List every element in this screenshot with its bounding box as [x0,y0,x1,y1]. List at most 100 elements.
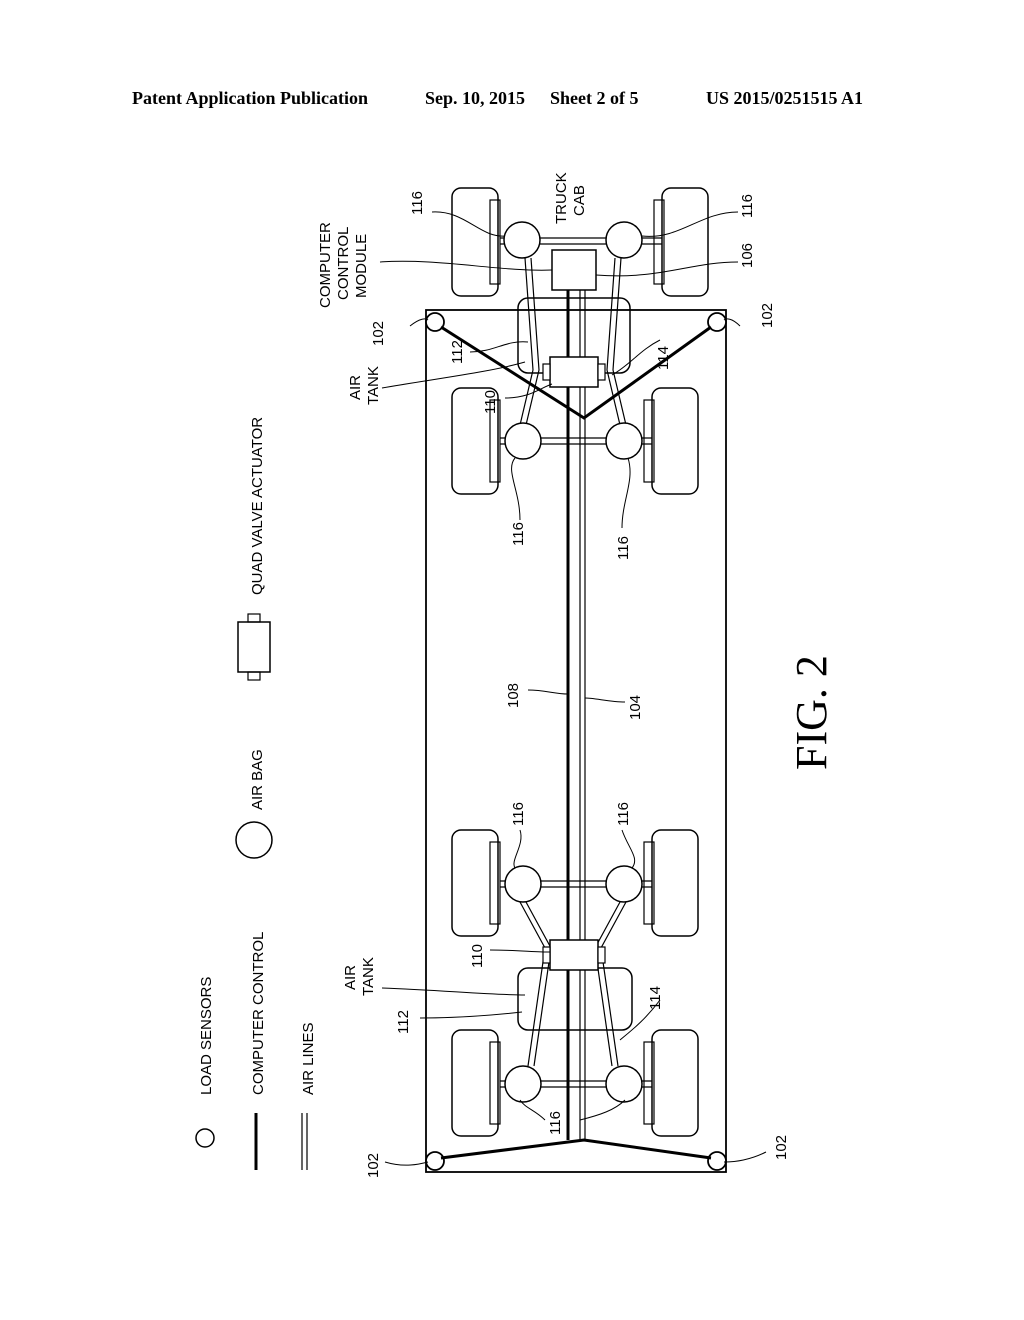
quad-valve-actuator [549,356,599,388]
ref-112: 112 [395,1010,412,1034]
wheel [451,187,499,297]
wheel [451,387,499,495]
air-bag [504,865,542,903]
air-bag [503,221,541,259]
leader-116 [519,1099,546,1121]
ref-116: 116 [739,194,756,218]
ref-114: 114 [647,986,664,1010]
ccm-label-line2: CONTROL [335,227,352,300]
air-bag [504,1065,542,1103]
air-bag [605,1065,643,1103]
ref-102: 102 [365,1153,382,1178]
ref-116: 116 [615,802,632,826]
ref-102: 102 [370,321,387,346]
quad-valve-actuator [549,939,599,971]
ref-116: 116 [510,802,527,826]
legend-air-lines-label: AIR LINES [300,1022,317,1095]
air-bag [504,422,542,460]
trailer-frame [425,309,727,1173]
ref-110: 110 [469,944,486,968]
air-tank-top-label-line1: AIR [347,375,364,400]
wheel [661,187,709,297]
ref-116: 116 [547,1111,564,1135]
wheel-hub [643,1041,655,1125]
air-line-trunk [579,290,586,1140]
leader-102 [723,318,741,327]
ref-102: 102 [773,1135,790,1160]
leader-116 [431,211,506,237]
load-sensor [425,312,445,332]
leader-106 [595,261,739,277]
leader-116 [641,211,739,237]
load-sensor [707,312,727,332]
tractor-rear-axle [451,387,699,495]
labels: TRUCK CAB COMPUTER CONTROL MODULE AIR TA… [317,172,836,1178]
ref-102: 102 [759,303,776,328]
leader-110 [504,383,553,399]
leader-112 [419,1011,523,1019]
ref-116: 116 [409,191,426,215]
leader-116 [621,829,636,869]
air-line [519,257,534,426]
trailer-air-lines [519,901,627,1067]
wheel [651,387,699,495]
air-tank-bottom-label-line2: TANK [360,957,377,996]
leader-114 [611,339,661,376]
legend-air-bag-label: AIR BAG [249,749,266,810]
leader-102 [723,1151,767,1163]
cab-air-lines [519,257,627,426]
computer-control-lines [440,290,712,1160]
wheel [651,1029,699,1137]
wheel-hub [643,841,655,925]
leader-112 [469,341,529,353]
ref-106: 106 [739,243,756,268]
legend-load-sensors-label: LOAD SENSORS [198,977,215,1095]
leader-116 [621,457,631,529]
leader-ccm [379,260,553,271]
leader-110 [489,949,551,953]
leader-lines [379,211,767,1166]
valve-port [542,363,551,381]
wheel [651,829,699,937]
air-line [525,257,540,426]
legend-quad-valve-tab-bottom [247,671,261,681]
ref-104: 104 [627,695,644,720]
leader-114 [619,999,661,1041]
ref-116: 116 [615,536,632,560]
legend-quad-valve-label: QUAD VALVE ACTUATOR [249,417,266,595]
leader-116 [579,1099,626,1121]
valve-port [597,946,606,964]
page-header: Patent Application Publication Sep. 10, … [0,0,1024,140]
figure-caption: FIG. 2 [787,655,836,770]
leader-104 [584,697,626,703]
ref-108: 108 [505,683,522,708]
legend-quad-valve-tab-top [247,613,261,623]
legend-quad-valve-symbol [237,621,271,673]
wheel-hub [643,399,655,483]
truck-cab-assembly [451,187,709,374]
air-line [612,257,627,426]
ref-116: 116 [510,522,527,546]
wheel-hub [489,199,501,285]
ref-112: 112 [449,340,466,364]
ccm-label-line1: COMPUTER [317,222,334,308]
load-sensor [707,1151,727,1171]
legend-air-bag-symbol [235,821,273,859]
legend-load-sensor-symbol [195,1128,215,1148]
publication-number: US 2015/0251515 A1 [706,88,864,108]
wheel-hub [489,841,501,925]
leader-102 [384,1161,429,1166]
air-line [519,901,546,1067]
control-line-bottom-sensors [440,1138,712,1160]
air-line [594,901,621,1067]
air-tank-bottom-label-line1: AIR [342,965,359,990]
air-bag [605,865,643,903]
valve-port [542,946,551,964]
air-line [600,901,627,1067]
wheel-hub [653,199,665,285]
load-sensors [425,312,727,1171]
publication-type: Patent Application Publication [132,88,369,108]
load-sensor [425,1151,445,1171]
trailer-tandem-axles [451,829,699,1137]
